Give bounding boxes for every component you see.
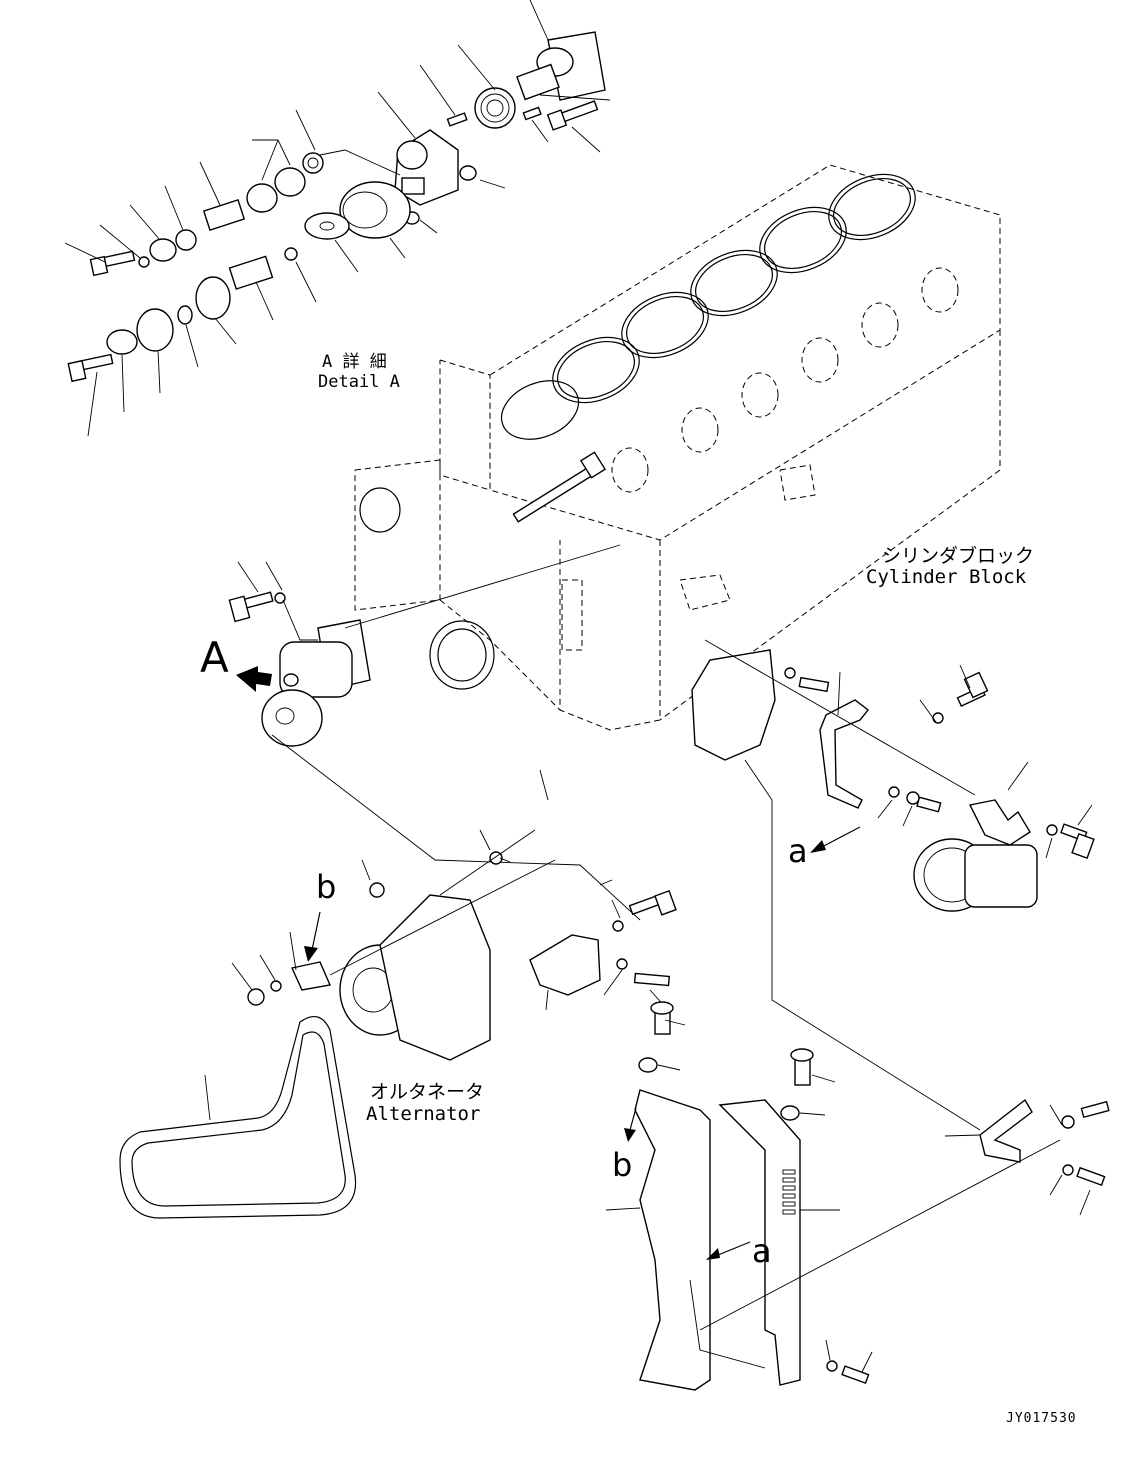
detail-a-exploded-parts [64,0,611,437]
callout-a-upper: a [788,832,808,870]
alternator-label-en: Alternator [366,1103,481,1125]
callout-A: A [200,633,229,682]
alternator-group [231,451,677,1061]
detail-a-label-jp: A 詳 細 [322,352,387,372]
drive-belt [119,1015,357,1219]
cylinder-block-label-jp: シリンダブロック [882,545,1035,567]
compressor-bracket-group [691,639,1095,1131]
cylinder-block [354,164,1001,731]
alternator-label-jp: オルタネータ [370,1081,485,1103]
front-covers [605,1001,1110,1391]
drawing-number: JY017530 [1006,1411,1077,1426]
tensioner-assembly [228,544,641,921]
callout-b-lower: b [612,1146,633,1184]
cover-vent-slots [782,1169,796,1215]
callout-b-upper: b [316,868,337,906]
detail-a-label-en: Detail A [318,372,400,392]
callout-a-lower: a [752,1232,772,1270]
cylinder-block-label-en: Cylinder Block [866,566,1027,588]
